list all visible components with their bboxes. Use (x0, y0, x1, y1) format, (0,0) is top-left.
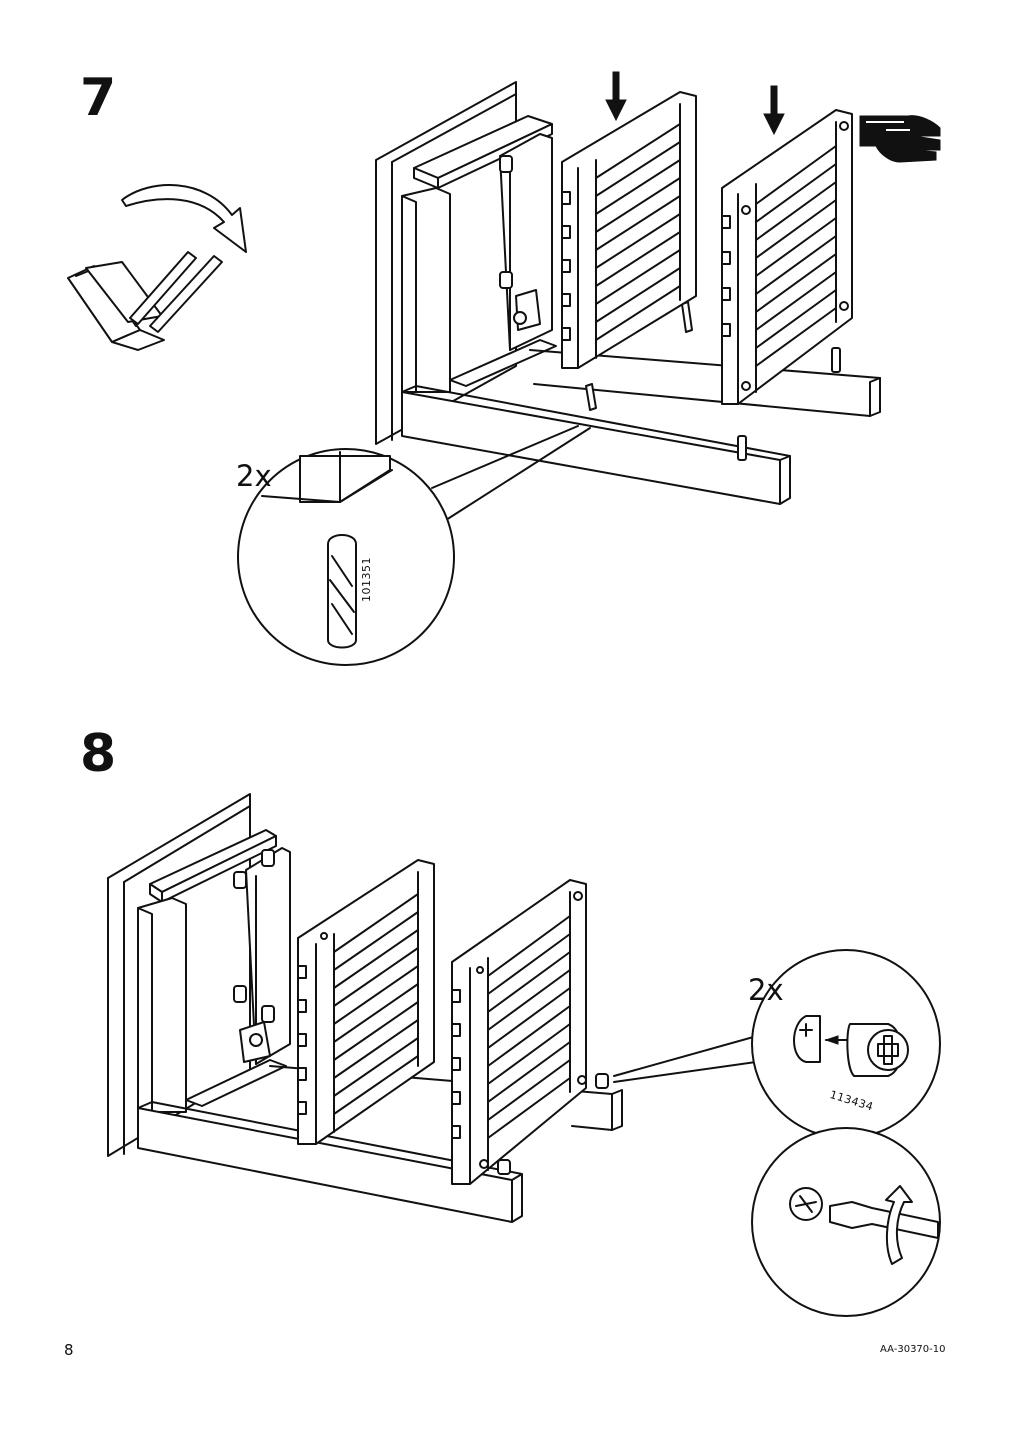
cam-lock-icon (793, 1015, 909, 1077)
part-code-step7: 101351 (360, 557, 373, 602)
screwdriver-icon (789, 1187, 939, 1239)
slat-panel-2 (721, 109, 853, 405)
step-8-number: 8 (80, 724, 117, 784)
slat-panel-a-step8 (297, 859, 435, 1145)
quantity-label-step7: 2x (236, 459, 272, 493)
front-leg-step7 (401, 187, 451, 393)
flipped-frame-icon (67, 251, 223, 351)
dowels-step7 (585, 301, 841, 461)
cam-fittings-step8 (479, 1073, 609, 1175)
slat-panel-b-step8 (451, 879, 587, 1185)
dowel-icon (327, 534, 357, 649)
front-leg-step8 (137, 897, 187, 1113)
document-code: AA-30370-10 (880, 1344, 946, 1355)
rotate-clockwise-icon (885, 1185, 913, 1265)
down-arrow-icon (605, 71, 785, 136)
quantity-label-step8: 2x (748, 973, 784, 1007)
step-7-number: 7 (80, 68, 117, 128)
pointing-hand-icon (859, 115, 941, 163)
slat-panel-1 (561, 91, 697, 369)
brackets-step8 (233, 849, 275, 1063)
page-number: 8 (64, 1341, 74, 1359)
brackets-step7 (499, 155, 541, 331)
rotate-arrow-icon (121, 184, 247, 253)
